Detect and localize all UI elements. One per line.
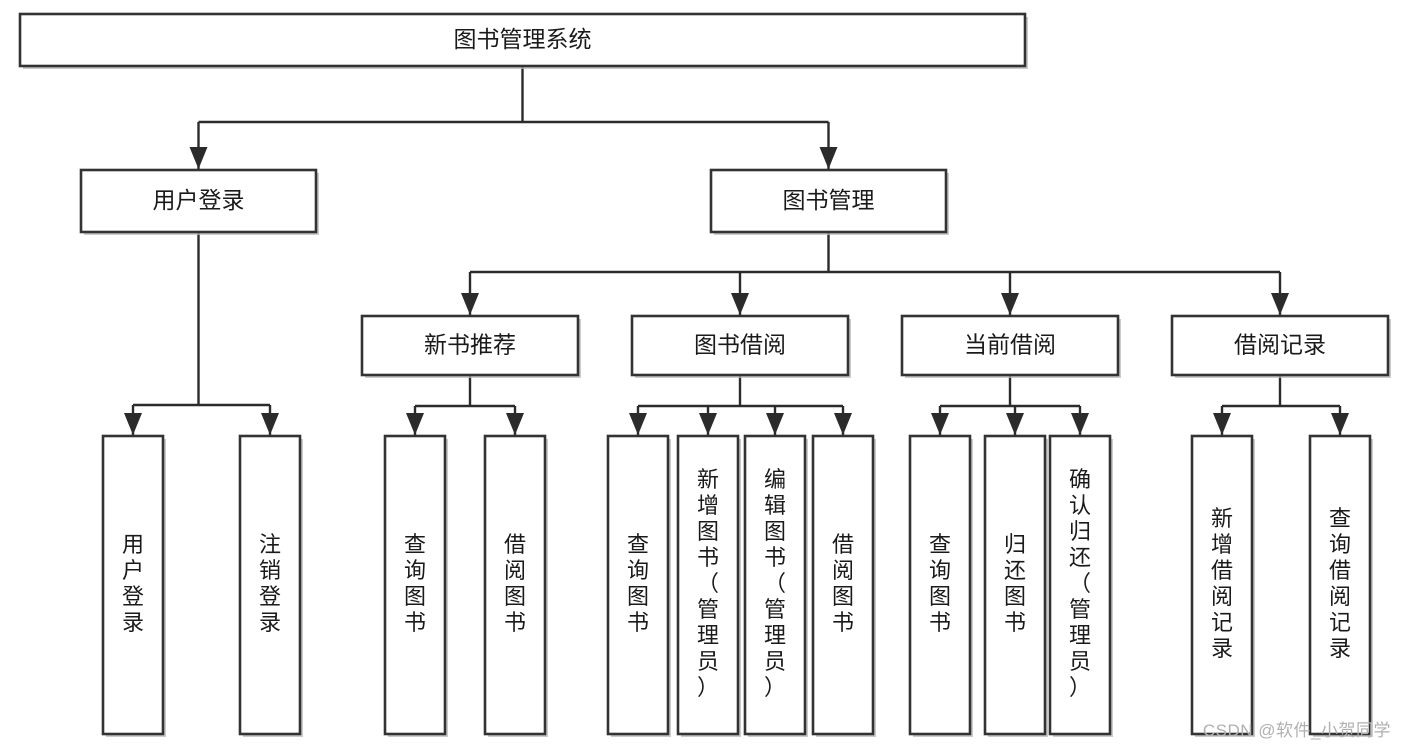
- node-leaf-user-login[interactable]: 用户登录: [101, 434, 166, 737]
- arrow-head-icon: [189, 147, 208, 169]
- node-rect[interactable]: [606, 434, 670, 736]
- node-label: 用户登录: [153, 187, 245, 213]
- arrow-head-icon: [406, 413, 424, 435]
- node-label: 借阅图书: [504, 532, 526, 635]
- node-leaf-edit-book[interactable]: 编辑图书（管理员）: [743, 434, 808, 737]
- node-rect[interactable]: [18, 12, 1027, 68]
- node-new-book-rec[interactable]: 新书推荐: [360, 314, 581, 378]
- arrow-head-icon: [819, 147, 838, 169]
- node-label: 用户登录: [122, 532, 144, 635]
- node-rect[interactable]: [238, 434, 302, 736]
- arrow-head-icon: [1071, 413, 1089, 435]
- arrow-head-icon: [629, 413, 647, 435]
- node-label: 归还图书: [1004, 532, 1026, 635]
- node-label: 图书管理: [783, 187, 875, 213]
- node-label: 查询图书: [627, 532, 649, 635]
- node-rect[interactable]: [630, 314, 850, 377]
- node-borrow-record[interactable]: 借阅记录: [1170, 314, 1391, 378]
- node-leaf-confirm-return[interactable]: 确认归还（管理员）: [1048, 434, 1113, 737]
- node-leaf-borrow-book-rec[interactable]: 借阅图书: [483, 434, 548, 737]
- node-leaf-query-record[interactable]: 查询借阅记录: [1308, 434, 1373, 737]
- arrow-head-icon: [1331, 413, 1349, 435]
- arrow-head-icon: [766, 413, 784, 435]
- node-rect[interactable]: [1308, 434, 1372, 736]
- node-label: 借阅记录: [1234, 332, 1326, 358]
- node-label: 注销登录: [259, 532, 281, 635]
- node-rect[interactable]: [360, 314, 580, 377]
- node-root[interactable]: 图书管理系统: [18, 12, 1028, 69]
- node-label: 确认归还（管理员）: [1069, 467, 1091, 700]
- node-rect[interactable]: [743, 434, 807, 736]
- arrow-head-icon: [1271, 293, 1289, 315]
- node-label: 编辑图书（管理员）: [764, 467, 786, 700]
- node-rect[interactable]: [101, 434, 165, 736]
- node-leaf-query-book-rec[interactable]: 查询图书: [383, 434, 448, 737]
- node-current-borrow[interactable]: 当前借阅: [900, 314, 1121, 378]
- node-label: 新书推荐: [424, 332, 516, 358]
- node-user-login[interactable]: 用户登录: [79, 168, 319, 235]
- node-label: 查询借阅记录: [1329, 506, 1351, 661]
- edges-layer: [124, 66, 1349, 435]
- node-label: 借阅图书: [832, 532, 854, 635]
- arrow-head-icon: [931, 413, 949, 435]
- arrow-head-icon: [1213, 413, 1231, 435]
- arrow-head-icon: [461, 293, 479, 315]
- arrow-head-icon: [261, 413, 279, 435]
- node-leaf-add-book[interactable]: 新增图书（管理员）: [676, 434, 741, 737]
- node-label: 图书管理系统: [454, 26, 592, 52]
- node-rect[interactable]: [676, 434, 740, 736]
- node-label: 图书借阅: [694, 332, 786, 358]
- node-leaf-borrow-book[interactable]: 借阅图书: [811, 434, 876, 737]
- node-label: 查询图书: [929, 532, 951, 635]
- node-rect[interactable]: [79, 168, 318, 234]
- nodes-layer: 图书管理系统用户登录图书管理新书推荐图书借阅当前借阅借阅记录用户登录注销登录查询…: [18, 12, 1391, 737]
- node-label: 新增图书（管理员）: [697, 467, 719, 700]
- node-label: 查询图书: [404, 532, 426, 635]
- node-rect[interactable]: [1170, 314, 1390, 377]
- node-leaf-query-book-borrow[interactable]: 查询图书: [606, 434, 671, 737]
- arrow-head-icon: [1006, 413, 1024, 435]
- node-rect[interactable]: [1048, 434, 1112, 736]
- node-label: 新增借阅记录: [1211, 506, 1233, 661]
- node-rect[interactable]: [709, 168, 948, 234]
- node-label: 当前借阅: [964, 332, 1056, 358]
- node-book-borrow[interactable]: 图书借阅: [630, 314, 851, 378]
- node-rect[interactable]: [483, 434, 547, 736]
- arrow-head-icon: [124, 413, 142, 435]
- node-leaf-add-record[interactable]: 新增借阅记录: [1190, 434, 1255, 737]
- arrow-head-icon: [506, 413, 524, 435]
- node-rect[interactable]: [908, 434, 972, 736]
- arrow-head-icon: [834, 413, 852, 435]
- node-rect[interactable]: [383, 434, 447, 736]
- node-book-manage[interactable]: 图书管理: [709, 168, 949, 235]
- arrow-head-icon: [731, 293, 749, 315]
- node-rect[interactable]: [1190, 434, 1254, 736]
- arrow-head-icon: [1001, 293, 1019, 315]
- node-leaf-query-book-cur[interactable]: 查询图书: [908, 434, 973, 737]
- node-rect[interactable]: [983, 434, 1047, 736]
- node-rect[interactable]: [811, 434, 875, 736]
- node-leaf-return-book[interactable]: 归还图书: [983, 434, 1048, 737]
- node-rect[interactable]: [900, 314, 1120, 377]
- arrow-head-icon: [699, 413, 717, 435]
- node-leaf-logout[interactable]: 注销登录: [238, 434, 303, 737]
